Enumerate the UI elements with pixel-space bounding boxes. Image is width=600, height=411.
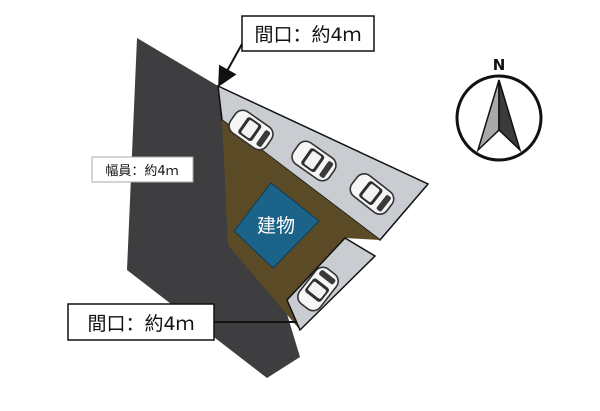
frontage-bottom-label: 間口：約4ｍ: [87, 313, 194, 335]
north-compass-icon: [455, 74, 543, 162]
frontage-bottom-label-box: [67, 303, 215, 341]
building-footprint: [233, 182, 320, 269]
north-label: N: [493, 56, 506, 74]
building-label: 建物: [257, 215, 295, 237]
frontage-top-label: 間口：約4ｍ: [254, 24, 361, 46]
frontage-top-arrow: [218, 43, 243, 87]
road-width-label: 幅員：約4ｍ: [105, 164, 178, 179]
frontage-top-label-box: [241, 15, 375, 52]
road-area: [127, 38, 300, 378]
road-width-label-box: [91, 156, 194, 183]
